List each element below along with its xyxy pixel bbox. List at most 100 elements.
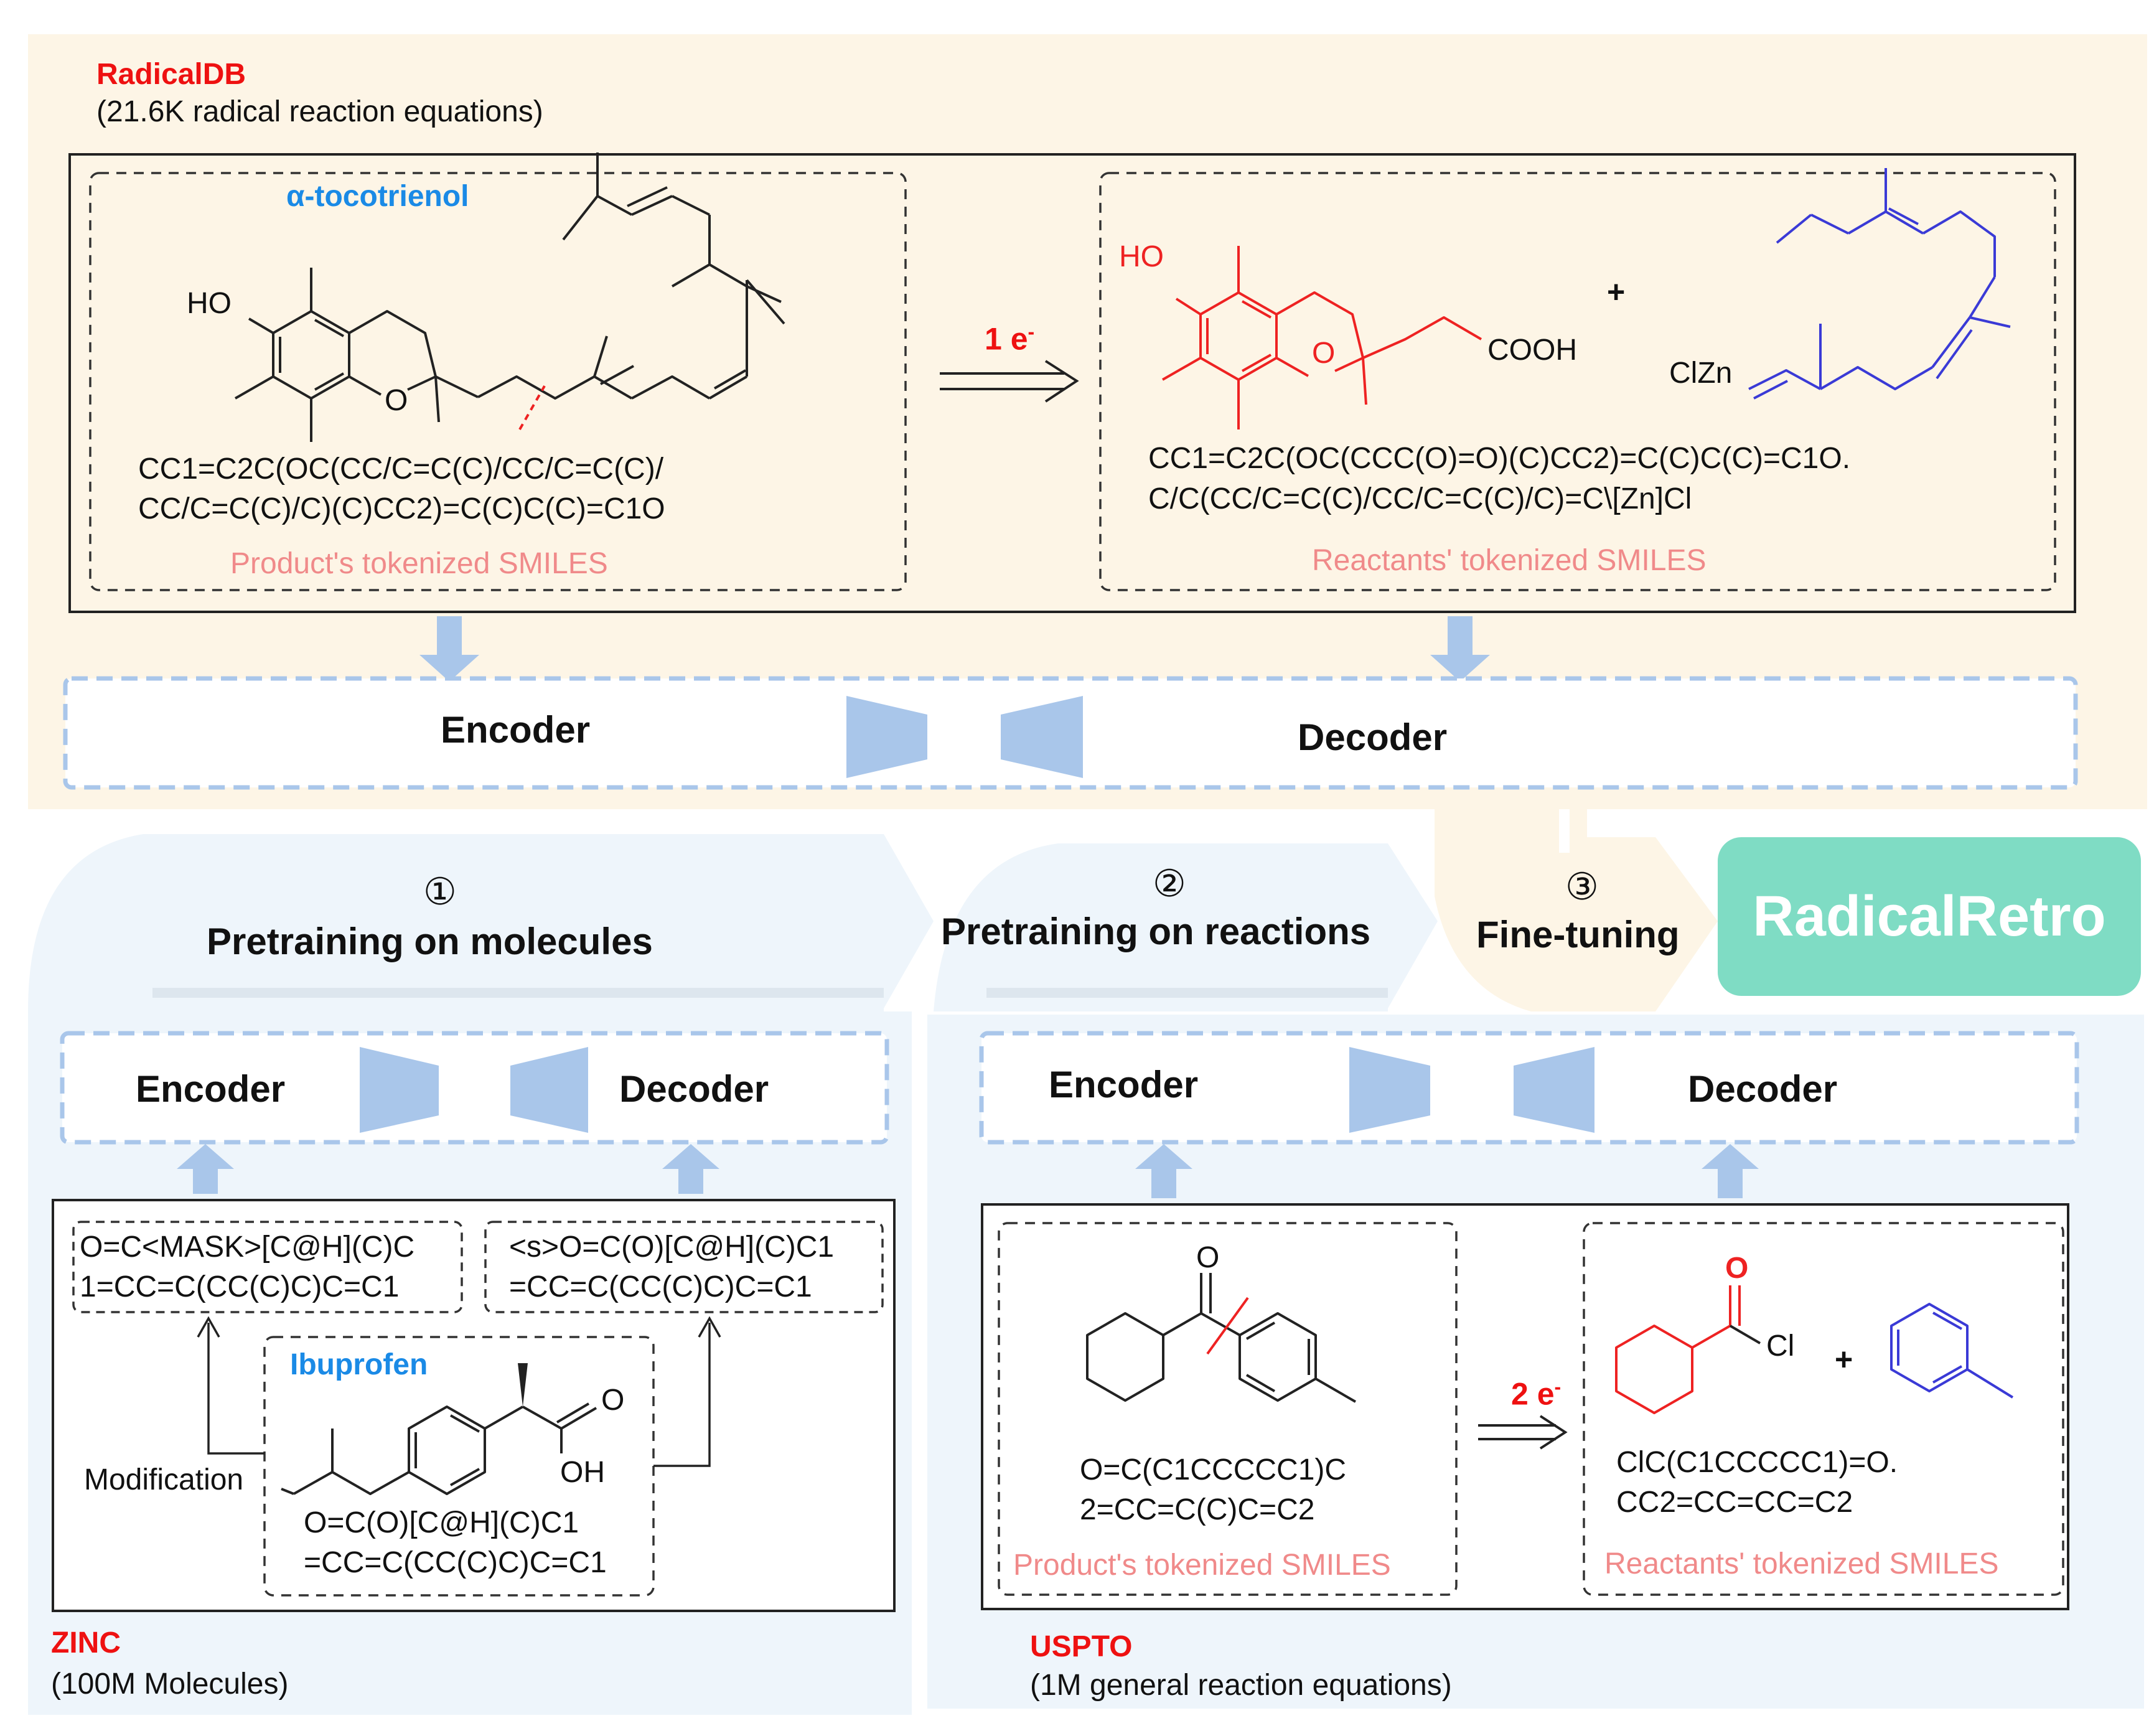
zinc-up-arrow-left	[177, 1144, 234, 1194]
stage-2-label: Pretraining on reactions	[941, 911, 1371, 952]
reactants-smiles-line-1: CC1=C2C(OC(CCC(O)=O)(C)CC2)=C(C)C(C)=C1O…	[1148, 442, 1851, 475]
uspto-encoder-block	[1349, 1047, 1430, 1133]
top-decoder-block	[1001, 696, 1083, 778]
uspto-reactants-dashed-box	[1583, 1222, 2064, 1596]
uspto-decoder-block	[1514, 1047, 1594, 1133]
tocotrienol-name: α-tocotrienol	[286, 180, 469, 213]
zinc-description: (100M Molecules)	[51, 1668, 289, 1701]
radicalretro-label: RadicalRetro	[1753, 884, 2106, 948]
uspto-up-arrow-right	[1702, 1144, 1759, 1198]
reactant-ho-label: HO	[1119, 240, 1164, 273]
ibuprofen-smiles-line-1: O=C(O)[C@H](C)C1	[304, 1506, 579, 1539]
uspto-product-o-label: O	[1196, 1241, 1220, 1274]
uspto-encoder-label: Encoder	[1049, 1064, 1199, 1105]
product-dashed-box	[89, 172, 907, 591]
target-smiles-line-2: =CC=C(CC(C)C)C=C1	[509, 1270, 812, 1303]
radicalretro-box	[1718, 837, 2141, 996]
acyl-chloride-o-label: O	[1725, 1252, 1749, 1285]
ibuprofen-structure	[281, 1402, 597, 1495]
finetune-arrow-shape	[1435, 837, 1718, 1011]
uspto-example-frame	[981, 1203, 2069, 1610]
uspto-product-smiles-line-1: O=C(C1CCCCC1)C	[1080, 1453, 1347, 1486]
stage-2-number: ②	[1153, 863, 1186, 904]
target-smiles-line-1: <s>O=C(O)[C@H](C)C1	[509, 1231, 835, 1264]
reactants-dashed-box	[1099, 172, 2056, 591]
uspto-electron-text: 2 e	[1511, 1376, 1555, 1412]
reactants-smiles-line-2: C/C(CC/C=C(C)/CC/C=C(C)/C)=C\[Zn]Cl	[1148, 482, 1692, 515]
zinc-example-frame	[52, 1199, 896, 1612]
down-arrow-product	[419, 616, 479, 682]
radicaldb-plus-sign: +	[1607, 274, 1626, 309]
masked-smiles-line-2: 1=CC=C(CC(C)C)C=C1	[80, 1270, 400, 1303]
uspto-product-smiles-line-2: 2=CC=C(C)C=C2	[1080, 1493, 1315, 1526]
target-smiles-box	[484, 1221, 884, 1313]
down-arrow-reactants	[1430, 616, 1490, 682]
top-encoder-label: Encoder	[441, 709, 591, 751]
tocotrienol-structure	[235, 152, 785, 442]
ibuprofen-name: Ibuprofen	[290, 1348, 428, 1381]
uspto-reactants-smiles-line-2: CC2=CC=CC=C2	[1616, 1486, 1853, 1519]
uspto-electron-sup: -	[1554, 1376, 1562, 1398]
zinc-encoder-label: Encoder	[136, 1068, 286, 1110]
radicaldb-description: (21.6K radical reaction equations)	[96, 95, 543, 128]
zinc-encoder-block	[360, 1047, 439, 1133]
reactant-organozinc-structure	[1748, 168, 2011, 400]
modification-connector-right	[653, 1316, 721, 1467]
reactant-chromanol-structure	[1162, 246, 1482, 429]
masked-smiles-line-1: O=C<MASK>[C@H](C)C	[80, 1231, 415, 1264]
radicaldb-electron-label: 1 e-	[985, 321, 1034, 357]
uspto-product-dashed-box	[998, 1222, 1458, 1596]
uspto-reactants-smiles-line-1: ClC(C1CCCCC1)=O.	[1616, 1446, 1898, 1479]
stage2-arrow-shape	[934, 843, 1438, 1011]
modification-label: Modification	[84, 1463, 244, 1496]
radicaldb-reaction-frame	[68, 153, 2076, 613]
uspto-up-arrow-left	[1135, 1144, 1192, 1198]
zinc-decoder-block	[510, 1047, 588, 1133]
acyl-chloride-cl-bond	[1729, 1325, 1761, 1344]
product-smiles-caption: Product's tokenized SMILES	[230, 547, 608, 580]
stage-1-label: Pretraining on molecules	[207, 921, 653, 962]
zinc-encdec-box	[60, 1031, 889, 1145]
acyl-chloride-structure	[1615, 1285, 1741, 1414]
zinc-up-arrow-right	[662, 1144, 719, 1194]
ibuprofen-wedge	[518, 1363, 528, 1407]
top-encoder-block	[846, 696, 927, 778]
uspto-reaction-arrow	[1478, 1415, 1568, 1450]
tocotrienol-o-label: O	[385, 384, 408, 417]
uspto-decoder-label: Decoder	[1688, 1068, 1838, 1110]
stage-3-number: ③	[1565, 866, 1599, 908]
acyl-chloride-cl-label: Cl	[1766, 1330, 1795, 1363]
stage1-arrow-shape	[28, 834, 934, 1011]
top-decoder-label: Decoder	[1298, 716, 1448, 758]
product-smiles-line-1: CC1=C2C(OC(CC/C=C(C)/CC/C=C(C)/	[138, 453, 664, 486]
radicaldb-name: RadicalDB	[96, 58, 246, 91]
reactant-cooh-label: COOH	[1487, 334, 1577, 367]
ibuprofen-oh-label: OH	[560, 1456, 605, 1489]
reactants-smiles-caption: Reactants' tokenized SMILES	[1312, 544, 1707, 577]
radicaldb-electron-text: 1 e	[985, 321, 1028, 357]
tocotrienol-disconnection-mark	[518, 385, 546, 430]
zinc-name: ZINC	[51, 1626, 121, 1659]
uspto-plus-sign: +	[1835, 1342, 1853, 1377]
uspto-product-caption: Product's tokenized SMILES	[1013, 1549, 1391, 1582]
uspto-name: USPTO	[1030, 1630, 1133, 1663]
uspto-description: (1M general reaction equations)	[1030, 1669, 1452, 1702]
ibuprofen-o-label: O	[601, 1384, 625, 1417]
stage-3-label: Fine-tuning	[1476, 914, 1680, 955]
reactant-o-label: O	[1312, 337, 1336, 370]
modification-connector-left	[197, 1316, 265, 1455]
zinc-decoder-label: Decoder	[619, 1068, 769, 1110]
ibuprofen-smiles-line-2: =CC=C(CC(C)C)C=C1	[304, 1546, 607, 1579]
reactant-clzn-label: ClZn	[1669, 357, 1733, 390]
toluene-structure	[1890, 1303, 2014, 1399]
radicaldb-reaction-arrow	[940, 360, 1079, 403]
tocotrienol-ho-label: HO	[187, 287, 232, 320]
uspto-electron-label: 2 e-	[1511, 1376, 1561, 1412]
stage-1-number: ①	[423, 871, 457, 913]
product-smiles-line-2: CC/C=C(C)/C)(C)CC2)=C(C)C(C)=C1O	[138, 492, 665, 525]
radicaldb-electron-sup: -	[1028, 321, 1035, 343]
uspto-product-structure	[1086, 1273, 1357, 1403]
uspto-reactants-caption: Reactants' tokenized SMILES	[1604, 1547, 1999, 1580]
